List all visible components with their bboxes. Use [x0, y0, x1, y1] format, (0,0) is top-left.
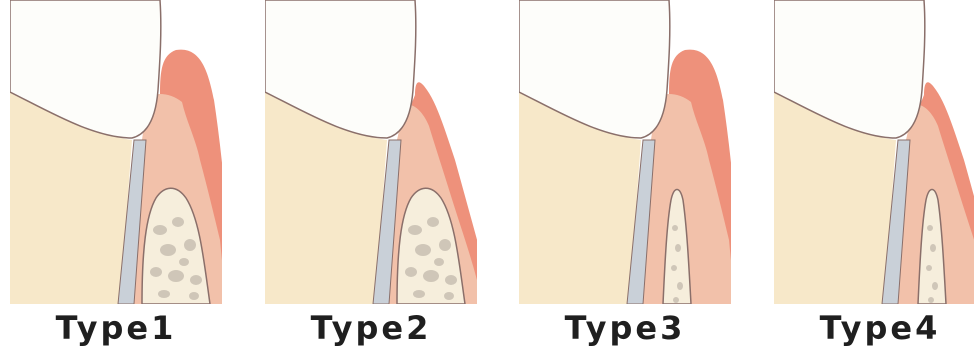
type3-label: Type3: [519, 306, 731, 350]
bone-trabecula: [675, 244, 681, 252]
bone-trabecula: [190, 275, 202, 285]
bone-trabecula: [189, 292, 199, 300]
bone-trabecula: [671, 265, 677, 271]
tooth-gum-illustration: [265, 0, 477, 304]
bone-trabecula: [427, 217, 439, 227]
tooth-gum-illustration: [774, 0, 974, 304]
type1-label: Type1: [10, 306, 222, 350]
bone-trabecula: [673, 297, 679, 303]
bone-trabecula: [179, 258, 189, 266]
bone-trabecula: [405, 267, 417, 277]
diagram-type3: [519, 0, 731, 304]
type4-label: Type4: [774, 306, 974, 350]
bone-trabecula: [444, 292, 454, 300]
bone-trabecula: [672, 225, 678, 231]
tooth-gum-illustration: [10, 0, 222, 304]
bone-trabecula: [434, 258, 444, 266]
bone-trabecula: [408, 225, 422, 235]
bone-trabecula: [160, 244, 176, 256]
bone-trabecula: [445, 275, 457, 285]
bone-trabecula: [932, 282, 938, 290]
tooth-gum-illustration: [519, 0, 731, 304]
diagram-type2: [265, 0, 477, 304]
bone-trabecula: [928, 297, 934, 303]
bone-trabecula: [158, 290, 170, 298]
bone-trabecula: [168, 270, 184, 282]
diagram-type1: [10, 0, 222, 304]
bone-trabecula: [172, 217, 184, 227]
bone-trabecula: [415, 244, 431, 256]
bone-trabecula: [153, 225, 167, 235]
bone-trabecula: [413, 290, 425, 298]
bone-trabecula: [184, 239, 196, 251]
bone-trabecula: [150, 267, 162, 277]
bone-trabecula: [423, 270, 439, 282]
bone-trabecula: [927, 225, 933, 231]
bone-trabecula: [926, 265, 932, 271]
type2-label: Type2: [265, 306, 477, 350]
diagram-type4: [774, 0, 974, 304]
bone-trabecula: [677, 282, 683, 290]
bone-trabecula: [439, 239, 451, 251]
bone-trabecula: [930, 244, 936, 252]
